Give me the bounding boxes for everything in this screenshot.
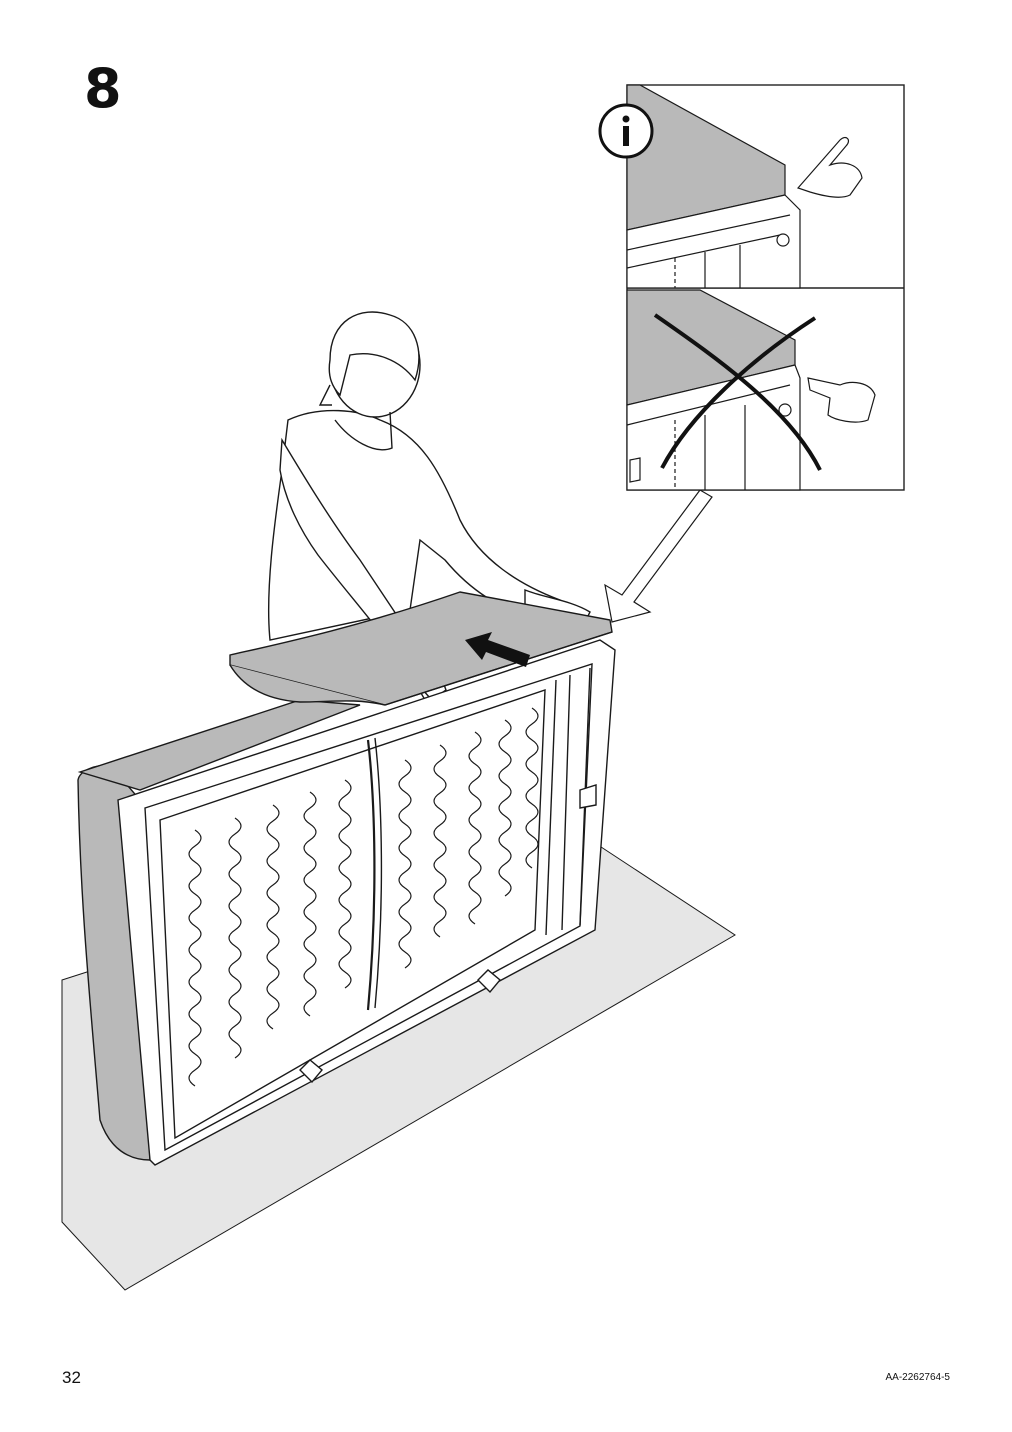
page-number: 32 bbox=[62, 1368, 81, 1387]
push-arrow-icon bbox=[465, 632, 530, 667]
pointer-arrow bbox=[604, 489, 713, 623]
step-number: 8 bbox=[84, 57, 122, 120]
info-panel bbox=[598, 84, 905, 491]
sofa-section-frame bbox=[77, 639, 616, 1166]
cross-out-icon bbox=[653, 313, 822, 471]
document-code: AA-2262764-5 bbox=[885, 1372, 951, 1383]
pointing-hand-icon bbox=[807, 377, 876, 423]
springs bbox=[188, 707, 539, 1087]
correct-example bbox=[626, 84, 863, 289]
top-cushion bbox=[229, 591, 613, 706]
pointing-hand-icon bbox=[796, 136, 863, 198]
info-circle-icon bbox=[598, 103, 654, 159]
incorrect-example bbox=[626, 289, 876, 491]
